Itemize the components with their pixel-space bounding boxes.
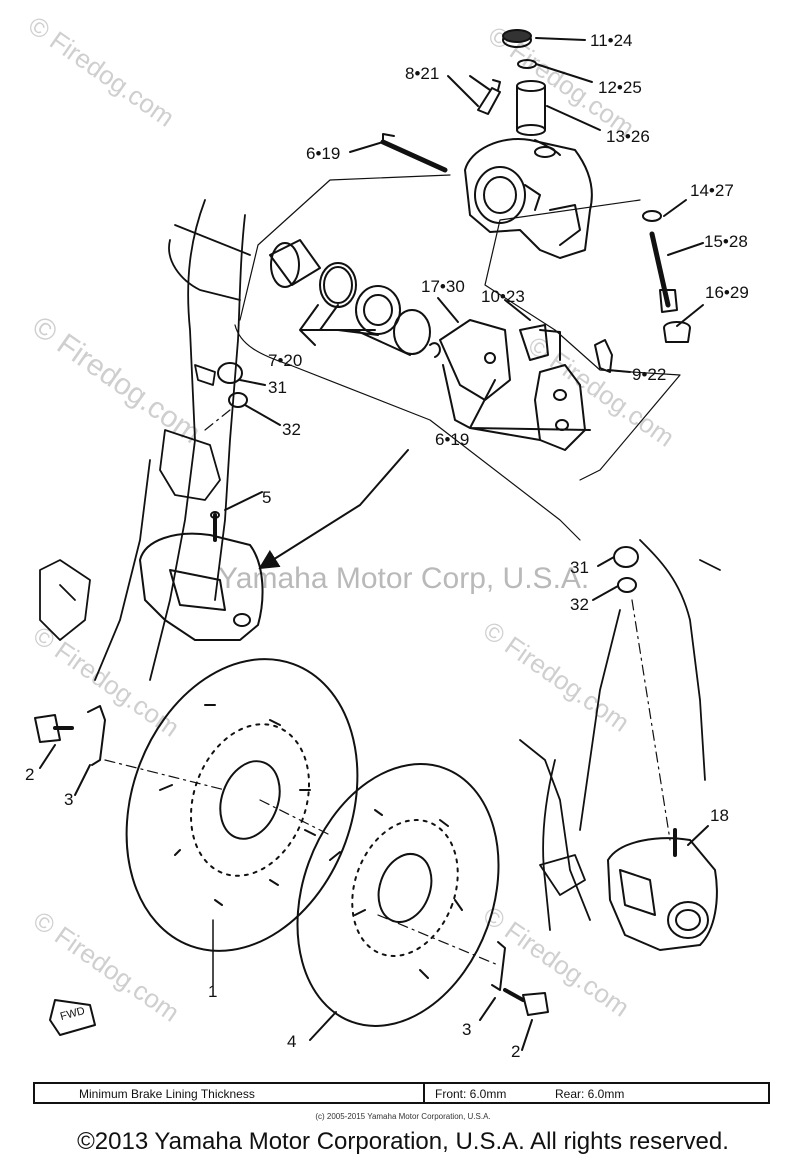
- callout-3-left: 3: [64, 790, 74, 809]
- callout-16-29: 16•29: [705, 283, 749, 302]
- right-fork-leg: [519, 539, 721, 931]
- spec-divider: [423, 1082, 425, 1104]
- callout-5: 5: [262, 488, 272, 507]
- spec-rear: Rear: 6.0mm: [555, 1087, 625, 1101]
- callout-7-20: 7•20: [268, 351, 303, 370]
- callout-3-right: 3: [462, 1020, 472, 1039]
- callout-8-21: 8•21: [405, 64, 440, 83]
- callout-12-25: 12•25: [598, 78, 642, 97]
- callout-32-left: 32: [282, 420, 301, 439]
- brake-disc-left: [125, 658, 359, 952]
- spec-table: Minimum Brake Lining Thickness Front: 6.…: [33, 1082, 770, 1104]
- assembled-caliper-front: [139, 511, 264, 641]
- brake-pads: [429, 319, 561, 401]
- callout-6-19-bottom: 6•19: [435, 430, 470, 449]
- callout-6-19-top: 6•19: [306, 144, 341, 163]
- credit-line: (c) 2005-2015 Yamaha Motor Corporation, …: [315, 1112, 491, 1121]
- callout-4: 4: [287, 1032, 297, 1051]
- callout-11-24: 11•24: [590, 31, 633, 50]
- callout-18: 18: [710, 806, 729, 825]
- callout-2-right: 2: [511, 1042, 521, 1061]
- left-fork-leg: [39, 199, 251, 681]
- spec-label: Minimum Brake Lining Thickness: [79, 1087, 255, 1101]
- brake-disc-right: [296, 763, 500, 1027]
- assembled-caliper-rear: [607, 828, 718, 951]
- callout-1: 1: [208, 982, 218, 1001]
- callout-9-22: 9•22: [632, 365, 667, 384]
- piston-seals: [269, 239, 431, 356]
- caliper-body: [464, 138, 593, 259]
- callout-14-27: 14•27: [690, 181, 734, 200]
- callout-15-28: 15•28: [704, 232, 748, 251]
- callout-32-right: 32: [570, 595, 589, 614]
- brake-parts-diagram: [34, 29, 721, 1051]
- callout-31-left: 31: [268, 378, 287, 397]
- callout-31-right: 31: [570, 558, 589, 577]
- callout-10-23: 10•23: [481, 287, 525, 306]
- callout-17-30: 17•30: [421, 277, 465, 296]
- spec-front: Front: 6.0mm: [435, 1087, 507, 1101]
- callout-13-26: 13•26: [606, 127, 650, 146]
- copyright-footer: ©2013 Yamaha Motor Corporation, U.S.A. A…: [77, 1128, 729, 1155]
- callout-2-left: 2: [25, 765, 35, 784]
